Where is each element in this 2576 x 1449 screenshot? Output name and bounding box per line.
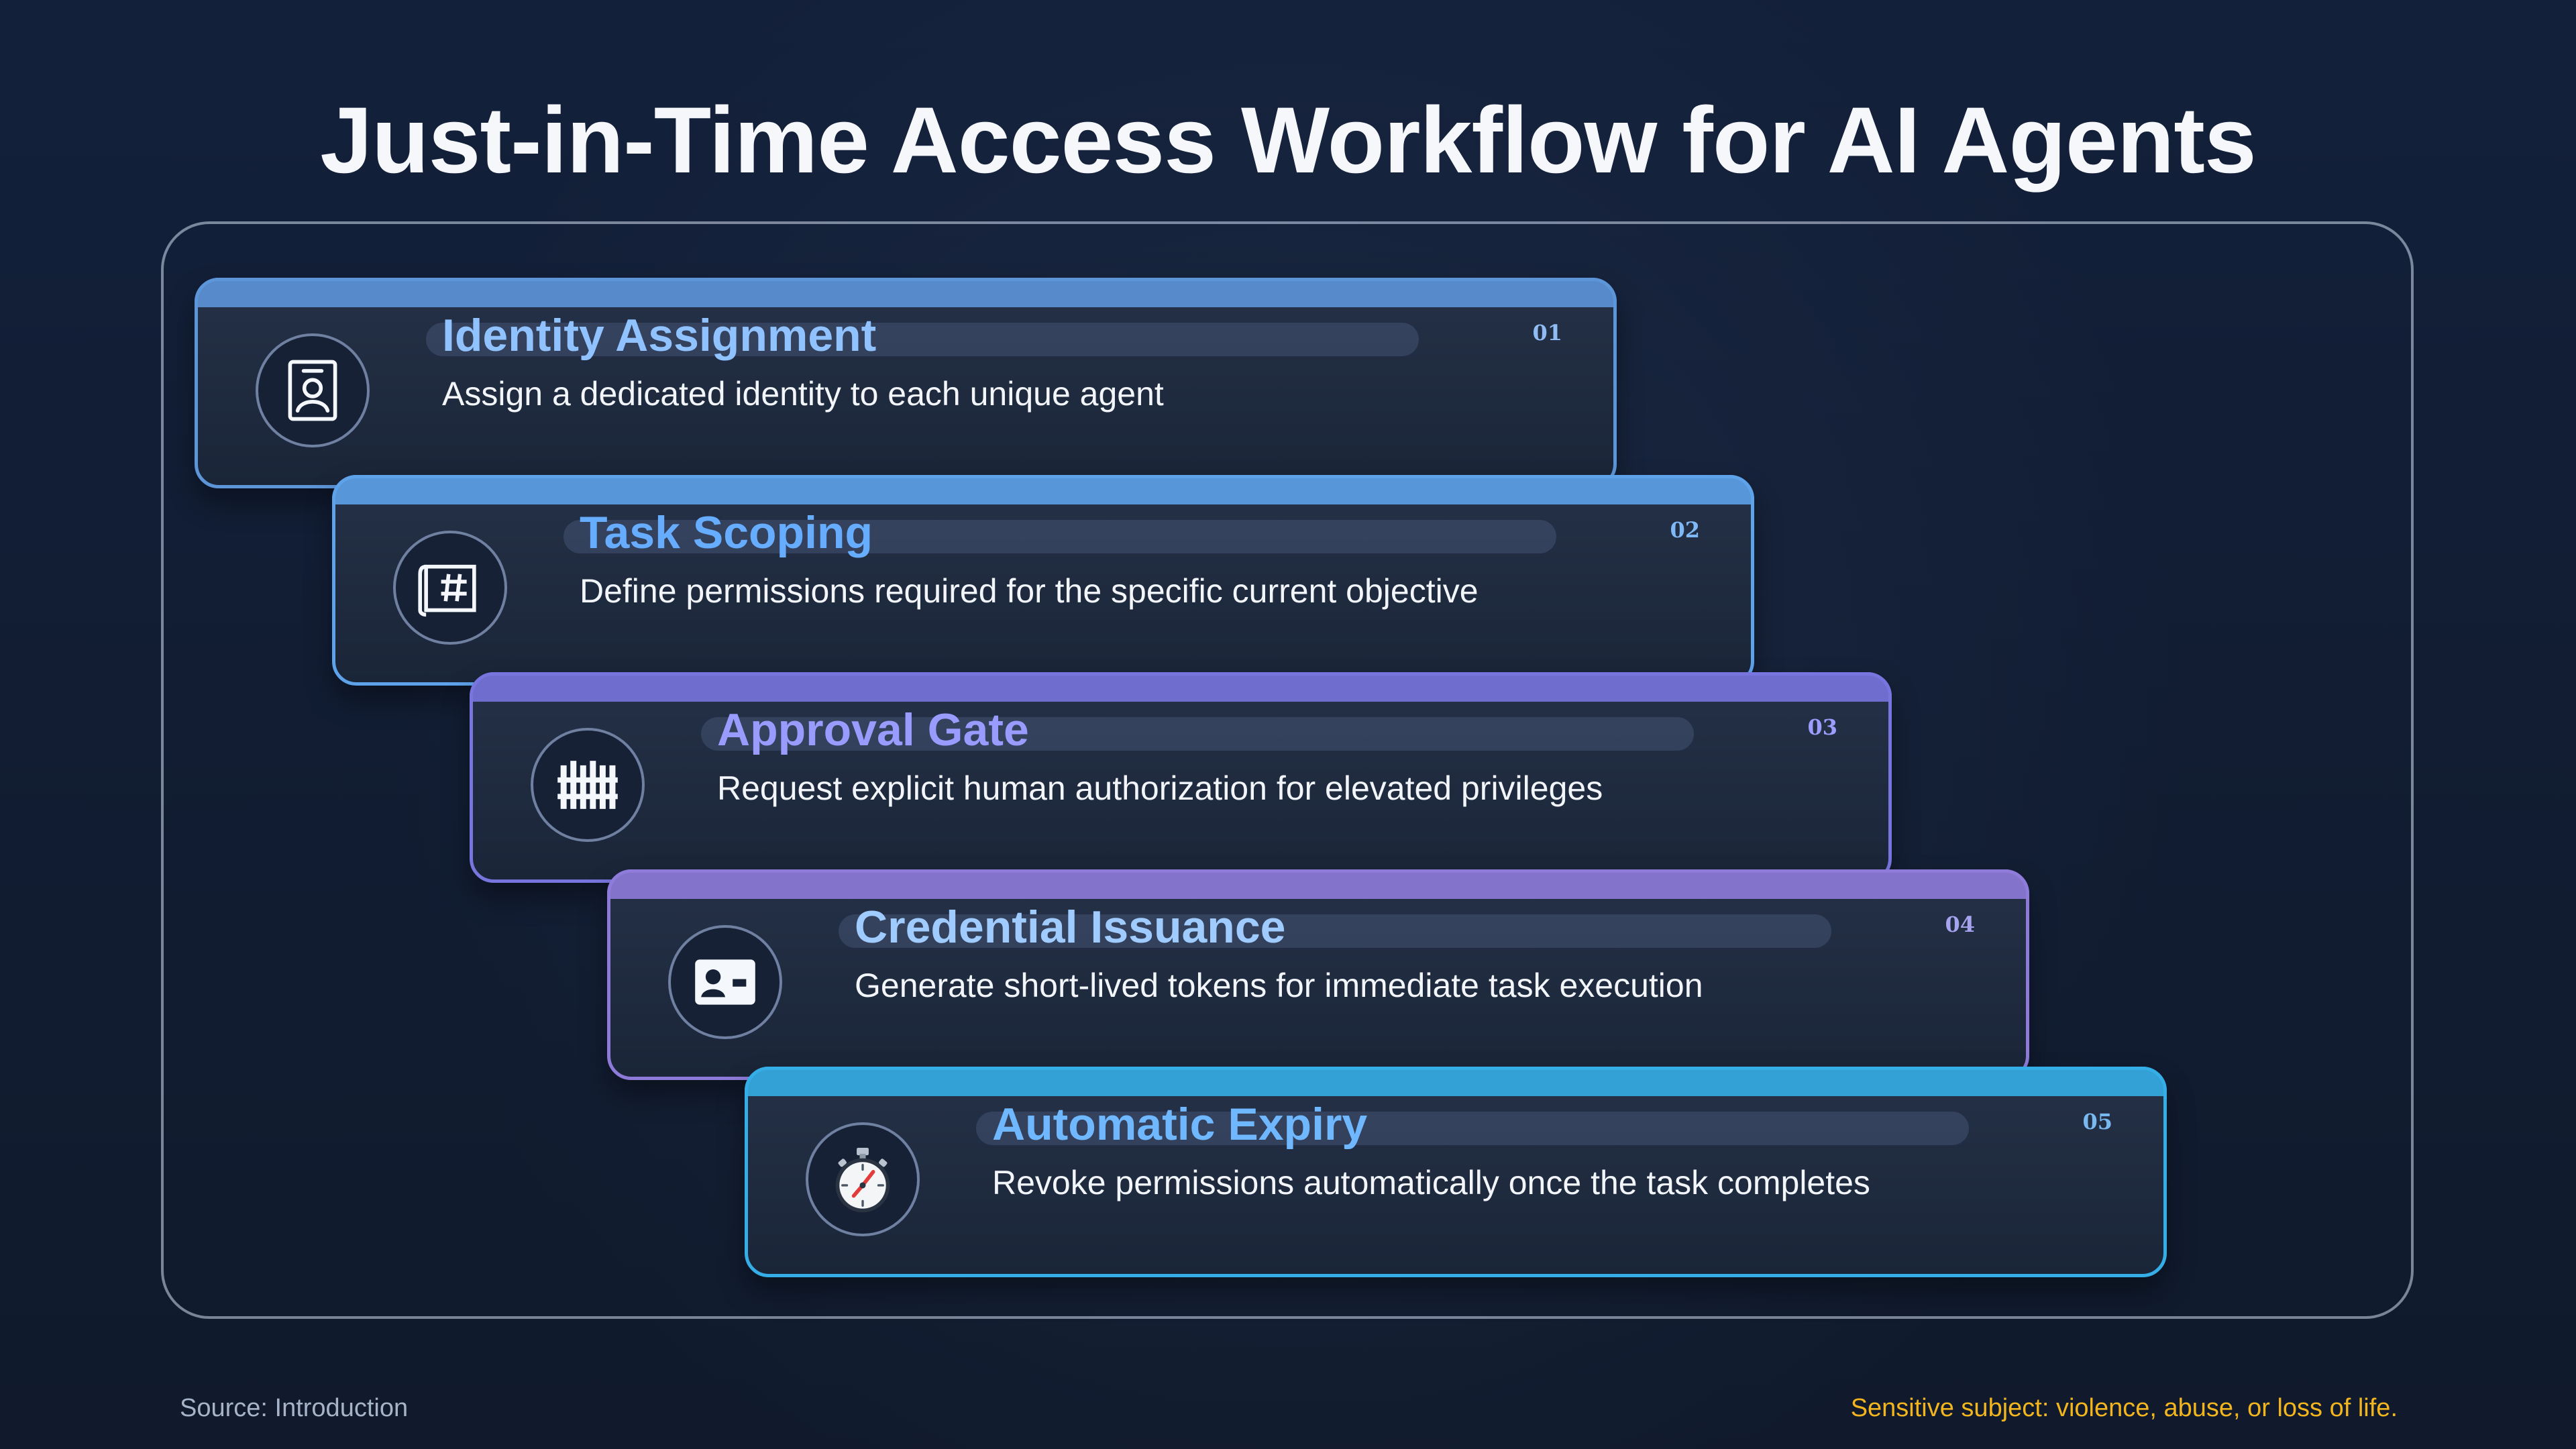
step-number: 04 bbox=[1945, 912, 1975, 937]
step-card-task-scoping: Task Scoping Define permissions required… bbox=[332, 475, 1754, 686]
credential-card-icon-circle bbox=[668, 925, 782, 1039]
title-track bbox=[701, 717, 1694, 751]
title-track bbox=[976, 1112, 1969, 1145]
id-card-icon bbox=[288, 360, 337, 421]
step-description: Define permissions required for the spec… bbox=[580, 572, 1479, 610]
step-card-automatic-expiry: Automatic Expiry Revoke permissions auto… bbox=[745, 1067, 2167, 1277]
stopwatch-icon-circle bbox=[806, 1122, 920, 1236]
title-track bbox=[839, 914, 1831, 948]
blueprint-icon-circle bbox=[393, 531, 507, 645]
step-title: Credential Issuance bbox=[855, 902, 1286, 953]
step-title: Approval Gate bbox=[717, 704, 1029, 755]
title-track bbox=[426, 323, 1419, 356]
id-card-icon-circle bbox=[256, 333, 370, 447]
step-number: 05 bbox=[2082, 1109, 2112, 1134]
step-description: Assign a dedicated identity to each uniq… bbox=[442, 375, 1164, 413]
page-title: Just-in-Time Access Workflow for AI Agen… bbox=[320, 87, 2257, 193]
step-title: Identity Assignment bbox=[442, 310, 877, 361]
gate-icon-circle bbox=[531, 728, 645, 842]
workflow-frame bbox=[161, 221, 2414, 1319]
step-card-identity-assignment: Identity Assignment Assign a dedicated i… bbox=[195, 278, 1617, 488]
step-number: 02 bbox=[1670, 517, 1700, 543]
step-number: 01 bbox=[1532, 320, 1562, 345]
step-number: 03 bbox=[1807, 714, 1837, 740]
blueprint-icon bbox=[418, 564, 476, 617]
stopwatch-icon bbox=[835, 1147, 890, 1213]
source-note: Source: Introduction bbox=[180, 1394, 409, 1422]
gate-icon bbox=[557, 761, 618, 809]
step-card-credential-issuance: Credential Issuance Generate short-lived… bbox=[607, 869, 2029, 1080]
step-title: Task Scoping bbox=[580, 507, 873, 558]
step-description: Revoke permissions automatically once th… bbox=[992, 1164, 1870, 1201]
sensitivity-note: Sensitive subject: violence, abuse, or l… bbox=[1850, 1394, 2398, 1422]
step-card-approval-gate: Approval Gate Request explicit human aut… bbox=[470, 672, 1892, 883]
step-title: Automatic Expiry bbox=[992, 1099, 1368, 1150]
step-description: Generate short-lived tokens for immediat… bbox=[855, 967, 1703, 1004]
title-track bbox=[564, 520, 1556, 553]
credential-card-icon bbox=[695, 959, 755, 1005]
step-description: Request explicit human authorization for… bbox=[717, 769, 1603, 807]
